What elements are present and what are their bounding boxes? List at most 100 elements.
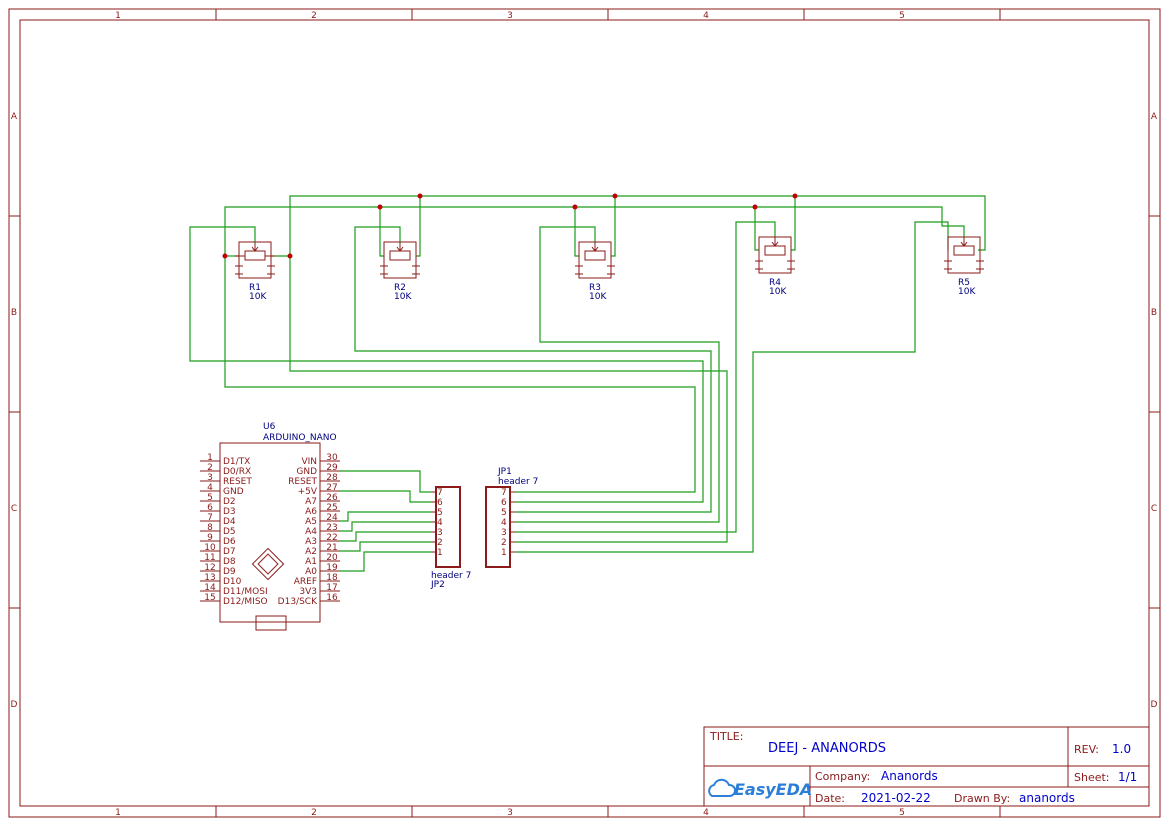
pin-name: RESET <box>223 477 252 487</box>
pot-ref: R4 <box>769 278 781 288</box>
pin-number: 1 <box>437 548 443 558</box>
pot-value: 10K <box>769 287 787 297</box>
arduino-ref: U6 <box>263 422 276 432</box>
zone-labels: 1 2 3 4 5 1 2 3 4 5 A B C D A B C D <box>11 11 1158 818</box>
pin-name: D5 <box>223 527 236 537</box>
title-block: TITLE: DEEJ - ANANORDS REV: 1.0 EasyEDA … <box>703 726 1150 807</box>
wire-a4 <box>340 521 432 532</box>
junction-dot <box>377 204 383 210</box>
pin-number: 27 <box>326 483 337 493</box>
wire-r2 <box>416 196 421 257</box>
zone-col-label: 1 <box>115 808 121 818</box>
wire-jp1-7 <box>224 256 696 493</box>
jp1-ref: JP1 <box>497 467 512 477</box>
pin-number: 22 <box>326 533 337 543</box>
wire-r3-wiper <box>515 226 720 523</box>
pin-number: 9 <box>207 533 213 543</box>
pin-number: 24 <box>326 513 338 523</box>
pot-ref: R2 <box>394 283 406 293</box>
pin-name: D9 <box>223 567 236 577</box>
pot-value: 10K <box>589 292 607 302</box>
company-label: Company: <box>815 770 870 783</box>
pin-name: AREF <box>294 577 317 587</box>
pin-name: A7 <box>305 497 317 507</box>
pin-number: 7 <box>207 513 213 523</box>
pin-number: 20 <box>326 553 338 563</box>
junction-dot <box>222 253 228 259</box>
pin-number: 6 <box>437 498 443 508</box>
sheet-label: Sheet: <box>1074 771 1110 784</box>
potentiometer-r5[interactable]: R5 10K <box>944 236 984 297</box>
cloud-icon <box>708 778 736 797</box>
pin-name: D8 <box>223 557 236 567</box>
pin-name: D10 <box>223 577 242 587</box>
junction-dot <box>612 193 618 199</box>
pin-number: 5 <box>437 508 443 518</box>
wire-gnd <box>340 470 432 493</box>
pin-number: 17 <box>326 583 337 593</box>
pin-name: D4 <box>223 517 236 527</box>
zone-col-label: 4 <box>703 11 709 21</box>
pin-number: 6 <box>207 503 213 513</box>
wire-top-rail <box>289 195 986 256</box>
pin-name: A6 <box>305 507 317 517</box>
wire-r3 <box>611 196 616 257</box>
pin-number: 21 <box>326 543 337 553</box>
potentiometer-r3[interactable]: R3 10K <box>575 241 615 302</box>
junction-dot <box>752 204 758 210</box>
pin-number: 3 <box>207 473 213 483</box>
wire-r2-wiper <box>354 226 712 513</box>
wire-a5 <box>340 511 432 522</box>
zone-row-label: B <box>11 308 17 318</box>
wire-a3 <box>340 531 432 542</box>
wire-r1-wiper <box>189 226 704 503</box>
zone-col-label: 2 <box>311 808 317 818</box>
zone-col-label: 3 <box>507 11 513 21</box>
pin-number: 2 <box>207 463 213 473</box>
pin-number: 5 <box>501 508 507 518</box>
pin-number: 3 <box>437 528 443 538</box>
wire-r2 <box>379 207 384 257</box>
pot-value: 10K <box>249 292 267 302</box>
sheet-value: 1/1 <box>1118 770 1137 784</box>
potentiometer-r4[interactable]: R4 10K <box>755 236 795 297</box>
wire-second-rail <box>224 206 965 256</box>
jp2-label: header 7 <box>431 571 471 581</box>
zone-col-label: 1 <box>115 11 121 21</box>
pin-name: GND <box>223 487 244 497</box>
potentiometer-r2[interactable]: R2 10K <box>380 241 420 302</box>
pin-number: 29 <box>326 463 338 473</box>
date-label: Date: <box>815 792 845 805</box>
title-value: DEEJ - ANANORDS <box>768 741 886 756</box>
pot-ref: R1 <box>249 283 261 293</box>
pin-number: 3 <box>501 528 507 538</box>
pin-name: D6 <box>223 537 236 547</box>
arduino-name: ARDUINO_NANO <box>263 433 337 443</box>
sheet-frame <box>8 8 1161 818</box>
pot-ref: R3 <box>589 283 601 293</box>
pin-name: D7 <box>223 547 236 557</box>
pot-value: 10K <box>958 287 976 297</box>
arduino-body <box>219 442 321 623</box>
junction-dot <box>792 193 798 199</box>
pin-number: 7 <box>437 488 443 498</box>
zone-col-label: 4 <box>703 808 709 818</box>
wire-r4 <box>791 196 796 251</box>
pin-name: A0 <box>305 567 317 577</box>
zone-row-label: D <box>1151 700 1158 710</box>
wire-r5-wiper <box>515 221 949 553</box>
potentiometer-r1[interactable]: R1 10K <box>235 241 275 302</box>
pin-name: A1 <box>305 557 317 567</box>
zone-row-label: D <box>11 700 18 710</box>
pot-ref: R5 <box>958 278 970 288</box>
pin-number: 23 <box>326 523 337 533</box>
jp2-ref: JP2 <box>430 580 445 590</box>
wire-a2 <box>340 541 432 552</box>
pin-number: 8 <box>207 523 213 533</box>
